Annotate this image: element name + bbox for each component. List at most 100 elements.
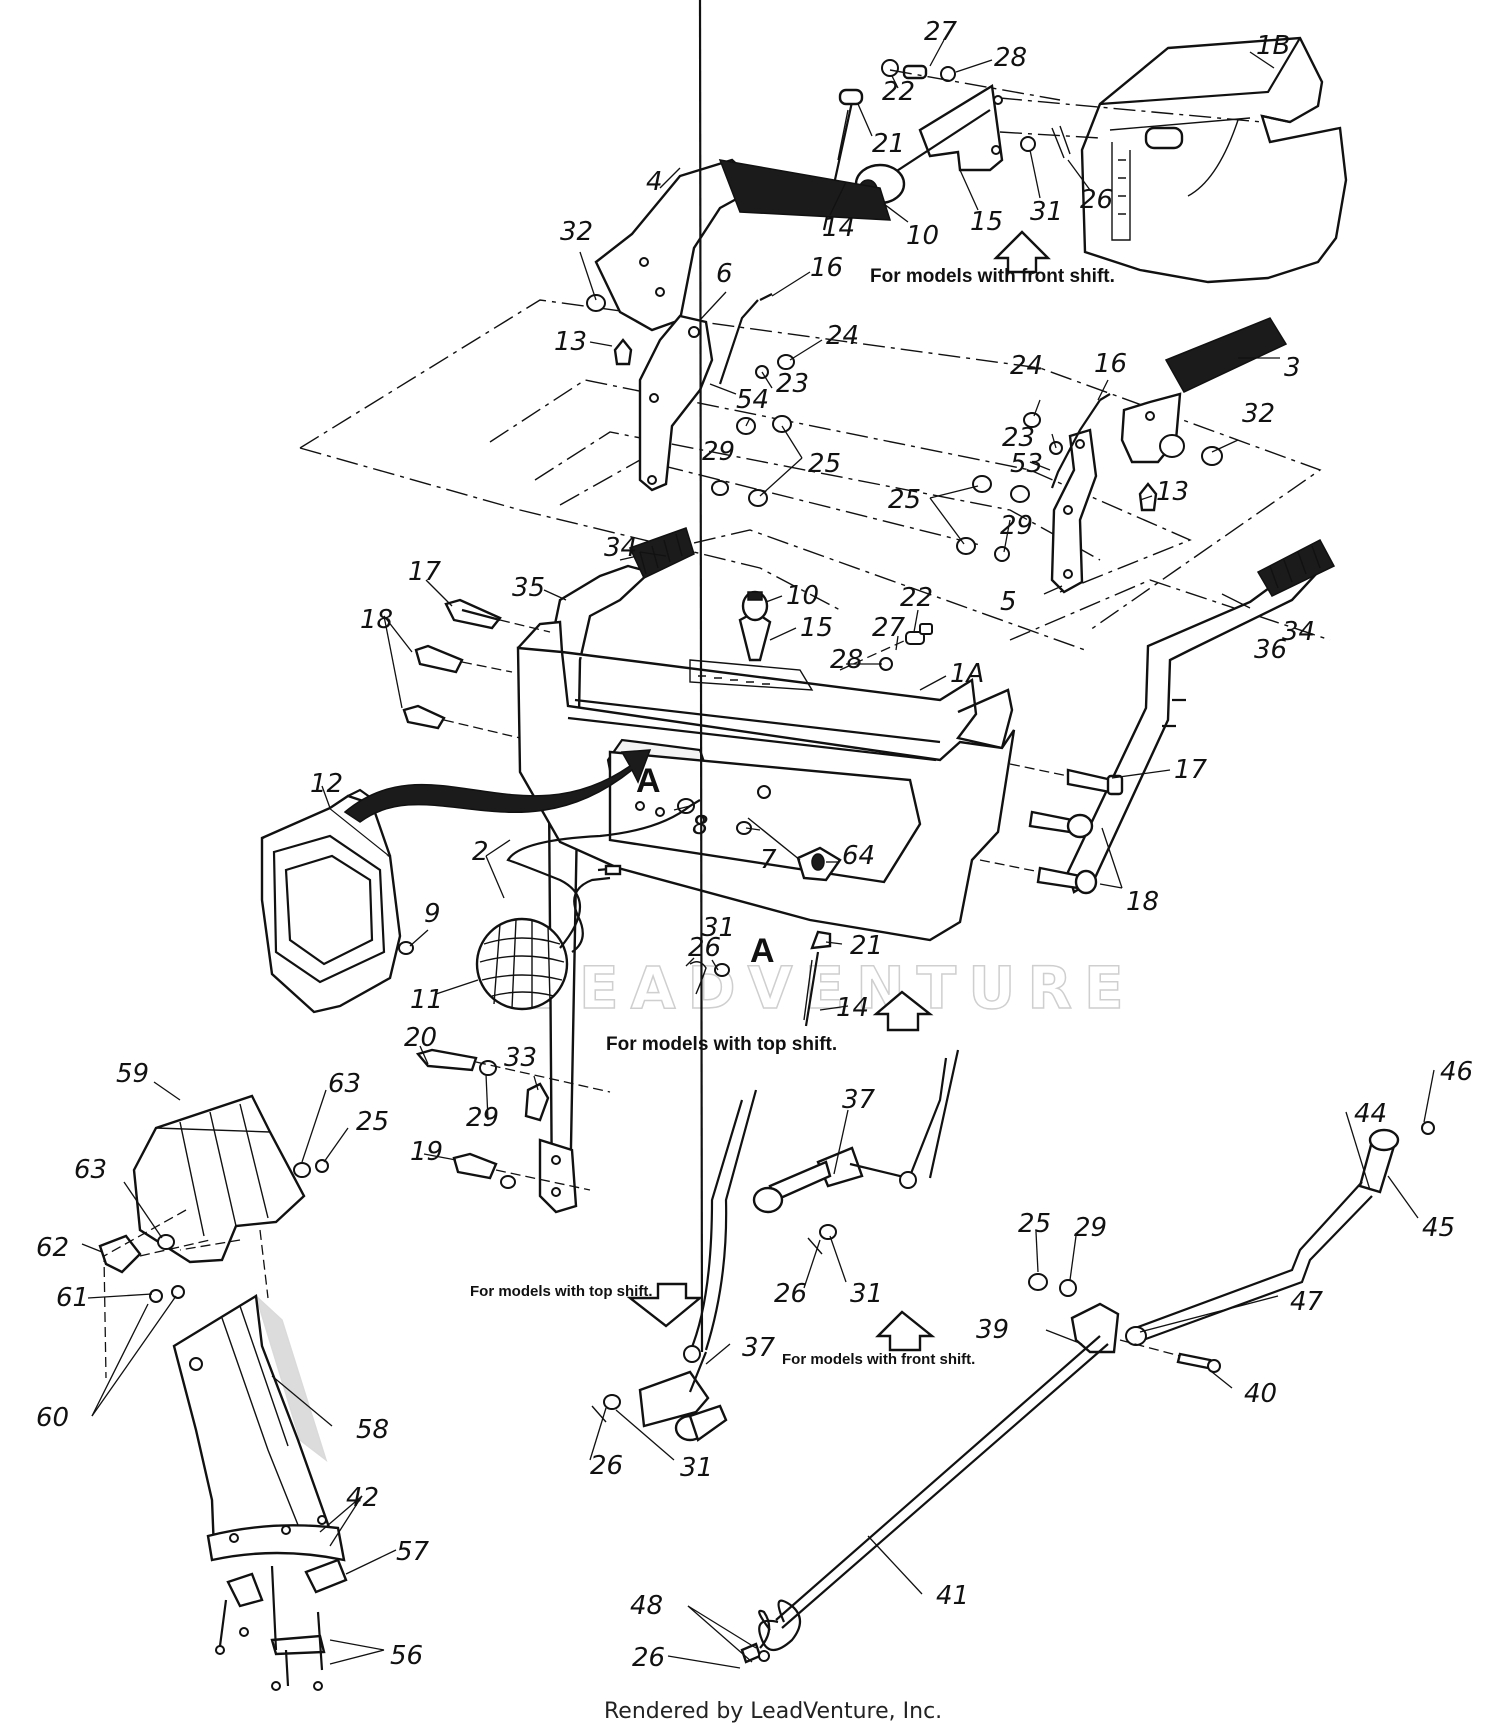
callout-58: 58	[356, 1415, 389, 1445]
callout-40: 40	[1244, 1379, 1277, 1409]
callout-6: 6	[716, 259, 733, 289]
callout-14b: 14	[836, 993, 869, 1023]
callout-17a: 17	[408, 557, 442, 587]
callout-26e: 26	[632, 1643, 665, 1673]
note-front-shift-small: For models with front shift.	[782, 1351, 975, 1368]
callout-22a: 22	[882, 77, 915, 107]
callout-44: 44	[1354, 1099, 1387, 1129]
callout-23a: 23	[776, 369, 809, 399]
callout-56: 56	[390, 1641, 423, 1671]
callout-57: 57	[396, 1537, 430, 1567]
callout-31a: 31	[1030, 197, 1063, 227]
callout-29b: 29	[1000, 511, 1033, 541]
callout-15a: 15	[970, 207, 1003, 237]
control-panel-1a	[402, 590, 1124, 942]
callout-45: 45	[1422, 1213, 1455, 1243]
callout-17b: 17	[1174, 755, 1208, 785]
callout-25d: 25	[1018, 1209, 1051, 1239]
left-bracket-6	[638, 293, 795, 507]
callout-62: 62	[36, 1233, 69, 1263]
callout-60: 60	[36, 1403, 69, 1433]
shift-arm-37-lower	[591, 0, 758, 1442]
callout-10a: 10	[906, 221, 939, 251]
callout-53: 53	[1010, 449, 1043, 479]
callout-33: 33	[504, 1043, 537, 1073]
callout-24b: 24	[1010, 351, 1043, 381]
marker-a-upper: A	[636, 762, 661, 800]
callout-26a: 26	[1080, 185, 1113, 215]
callout-27a: 27	[924, 17, 958, 47]
callout-23b: 23	[1002, 423, 1035, 453]
callout-14a: 14	[822, 213, 855, 243]
callout-1A: 1A	[950, 659, 984, 689]
callout-39: 39	[976, 1315, 1009, 1345]
callout-16b: 16	[1094, 349, 1127, 379]
callout-25b: 25	[888, 485, 921, 515]
callout-25c: 25	[356, 1107, 389, 1137]
callout-9: 9	[424, 899, 441, 929]
watermark-text: LEADVENTURE	[530, 954, 1136, 1022]
headlight-assembly	[260, 749, 701, 1014]
callout-4: 4	[646, 167, 663, 197]
shift-arm-37-upper	[752, 1049, 960, 1255]
handle-bolts	[415, 1048, 611, 1191]
callout-8: 8	[692, 811, 709, 841]
callout-11: 11	[410, 985, 443, 1015]
callout-18a: 18	[360, 605, 393, 635]
callout-31d: 31	[680, 1453, 713, 1483]
note-top-shift-small: For models with top shift.	[470, 1283, 653, 1300]
callout-24a: 24	[826, 321, 859, 351]
callout-26b: 26	[688, 933, 721, 963]
right-bracket-5	[956, 393, 1111, 594]
callout-13b: 13	[1156, 477, 1189, 507]
callout-36: 36	[1254, 635, 1287, 665]
callout-3: 3	[1284, 353, 1301, 383]
callout-20: 20	[404, 1023, 437, 1053]
callout-37b: 37	[742, 1333, 776, 1363]
callout-5: 5	[1000, 587, 1017, 617]
note-arrows	[626, 230, 1051, 1352]
callout-34b: 34	[1282, 617, 1315, 647]
callout-32a: 32	[560, 217, 593, 247]
note-top-shift-main: For models with top shift.	[606, 1034, 837, 1055]
render-credit: Rendered by LeadVenture, Inc.	[604, 1699, 942, 1724]
callout-18b: 18	[1126, 887, 1159, 917]
callout-1B: 1B	[1256, 31, 1290, 61]
callout-37a: 37	[842, 1085, 876, 1115]
left-control-lever	[586, 158, 892, 366]
right-handlebar-36	[1066, 538, 1336, 894]
callout-16a: 16	[810, 253, 843, 283]
callout-15b: 15	[800, 613, 833, 643]
callout-31b: 31	[702, 913, 735, 943]
callout-42: 42	[346, 1483, 379, 1513]
callout-28a: 28	[994, 43, 1027, 73]
callout-61: 61	[56, 1283, 89, 1313]
callout-31c: 31	[850, 1279, 883, 1309]
top-shift-rod	[689, 930, 832, 1027]
callout-10b: 10	[786, 581, 819, 611]
marker-a-lower: A	[750, 932, 775, 970]
callout-7: 7	[760, 845, 777, 875]
front-shift-panel-1b	[999, 36, 1348, 284]
callout-21b: 21	[850, 931, 883, 961]
callout-48: 48	[630, 1591, 663, 1621]
callout-47: 47	[1290, 1287, 1324, 1317]
callout-22b: 22	[900, 583, 933, 613]
callout-13a: 13	[554, 327, 587, 357]
callout-26d: 26	[590, 1451, 623, 1481]
callout-29d: 29	[1074, 1213, 1107, 1243]
callout-29c: 29	[466, 1103, 499, 1133]
callout-34a: 34	[604, 533, 637, 563]
callout-27b: 27	[872, 613, 906, 643]
callout-59: 59	[116, 1059, 149, 1089]
callout-35: 35	[512, 573, 545, 603]
chute-deflector-59	[98, 1094, 329, 1274]
callout-29a: 29	[702, 437, 735, 467]
callout-63a: 63	[328, 1069, 361, 1099]
callout-63b: 63	[74, 1155, 107, 1185]
callout-28b: 28	[830, 645, 863, 675]
callout-46: 46	[1440, 1057, 1473, 1087]
callout-25a: 25	[808, 449, 841, 479]
callout-32b: 32	[1242, 399, 1275, 429]
leader-lines	[81, 39, 1435, 1669]
